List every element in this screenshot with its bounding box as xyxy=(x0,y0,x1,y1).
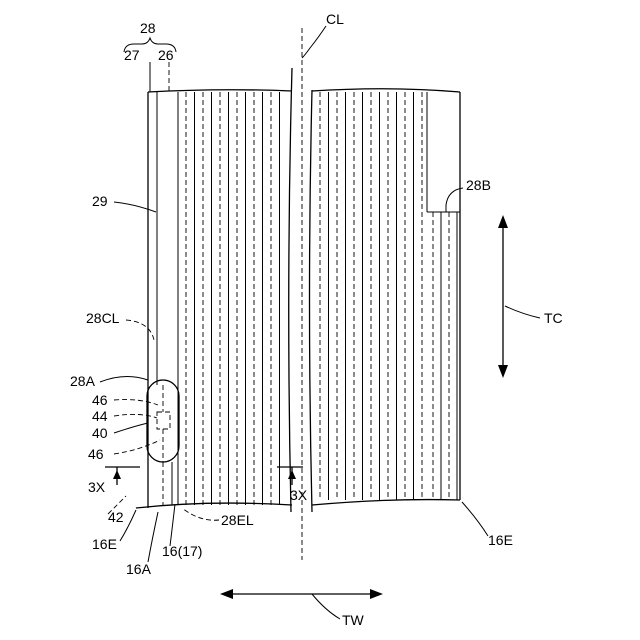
leader-tw xyxy=(312,594,340,619)
label-3x-center: 3X xyxy=(290,487,308,503)
label-cl: CL xyxy=(326,11,344,27)
tc-direction-arrow xyxy=(498,215,508,378)
break-line-right xyxy=(310,90,313,512)
leader-28a xyxy=(100,376,148,382)
label-tw: TW xyxy=(342,612,365,628)
label-44: 44 xyxy=(92,408,108,424)
leader-44 xyxy=(114,414,157,418)
label-46-bottom: 46 xyxy=(88,446,104,462)
tc-arrow-head-up xyxy=(498,215,508,228)
leader-cl xyxy=(302,26,326,58)
label-28: 28 xyxy=(140,20,156,36)
tc-arrow-head-down xyxy=(498,365,508,378)
label-46-top: 46 xyxy=(92,392,108,408)
label-16e-right: 16E xyxy=(488,532,513,548)
section-marker-left xyxy=(105,467,140,485)
left-top-edge xyxy=(148,90,292,92)
tw-direction-arrow xyxy=(220,589,383,599)
reference-labels: 28 27 26 CL 28B 29 TC 28CL 28A 46 44 40 … xyxy=(70,11,563,628)
leader-lines xyxy=(100,26,540,619)
leader-16-17 xyxy=(170,504,175,546)
sipe-feature-40 xyxy=(147,380,179,505)
right-cord-lines xyxy=(320,92,457,500)
right-tread-portion xyxy=(312,89,460,505)
label-28a: 28A xyxy=(70,373,96,389)
label-16e-left: 16E xyxy=(92,536,117,552)
label-28el: 28EL xyxy=(221,512,254,528)
break-line-left xyxy=(289,68,292,512)
leader-16e-right xyxy=(462,502,488,536)
element-44 xyxy=(157,412,170,429)
leader-28el xyxy=(182,508,219,520)
leader-tc xyxy=(505,306,540,318)
label-16a: 16A xyxy=(126,561,152,577)
leader-16a xyxy=(148,512,158,562)
tw-arrow-head-left xyxy=(220,589,233,599)
label-26: 26 xyxy=(158,47,174,63)
left-tread-portion xyxy=(136,90,292,508)
leader-40 xyxy=(114,423,148,433)
label-40: 40 xyxy=(92,425,108,441)
label-3x-left: 3X xyxy=(88,479,106,495)
leader-29 xyxy=(114,202,156,212)
left-cord-lines xyxy=(186,92,280,505)
leader-46-bottom xyxy=(114,440,160,454)
label-tc: TC xyxy=(544,310,563,326)
leader-46-top xyxy=(114,400,158,405)
tw-arrow-head-right xyxy=(370,589,383,599)
label-27: 27 xyxy=(124,47,140,63)
right-bottom-edge xyxy=(312,500,460,505)
label-16-17: 16(17) xyxy=(162,543,202,559)
section-arrow-center-head xyxy=(288,470,296,479)
label-29: 29 xyxy=(92,193,108,209)
right-top-edge xyxy=(312,89,460,92)
label-28cl: 28CL xyxy=(86,310,120,326)
label-42: 42 xyxy=(108,509,124,525)
leader-28cl xyxy=(126,320,154,340)
section-arrow-left-head xyxy=(113,470,121,479)
left-bottom-edge xyxy=(136,503,292,508)
label-28b: 28B xyxy=(466,177,491,193)
